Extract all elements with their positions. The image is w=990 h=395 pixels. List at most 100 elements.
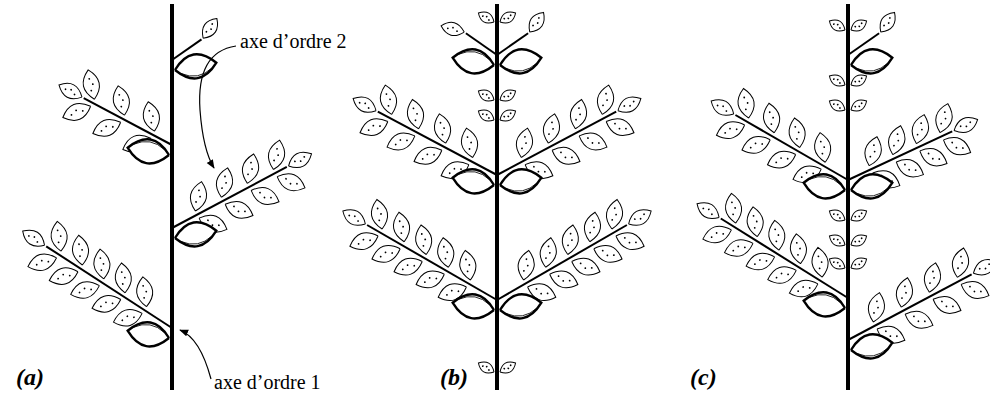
- leaf-dot: [533, 166, 535, 168]
- leaf-dot: [354, 215, 356, 217]
- leaf-dot: [551, 121, 553, 123]
- leaf-dot: [917, 320, 919, 322]
- leaf-dot: [602, 249, 604, 251]
- leaf-dot: [914, 169, 916, 171]
- leaf-dot: [276, 148, 278, 150]
- leaf-dot: [58, 241, 60, 243]
- leaf-outline: [875, 9, 899, 36]
- leaf-dot: [893, 145, 895, 147]
- leaf-outline: [802, 289, 848, 320]
- leaf-dot: [780, 272, 782, 274]
- leaf-dot: [387, 105, 389, 107]
- leaf-dot: [444, 258, 446, 260]
- leaf-dot: [896, 133, 898, 135]
- leaf-dot: [921, 128, 923, 130]
- leaflet: [339, 205, 369, 230]
- leaf-dot: [198, 189, 200, 191]
- leaf-outline: [49, 220, 69, 252]
- leaf-dot: [99, 257, 101, 259]
- subtending-leaf: [173, 51, 219, 82]
- leaf-outline: [266, 139, 288, 172]
- leaf-dot: [904, 285, 906, 287]
- leaflet: [285, 148, 315, 173]
- leaf-outline: [591, 241, 625, 266]
- leaflet: [476, 87, 497, 105]
- leaflet: [970, 255, 990, 280]
- leaf-dot: [711, 236, 713, 238]
- leaf-outline: [524, 9, 548, 36]
- leaflet: [266, 139, 288, 172]
- leaf-dot: [945, 305, 947, 307]
- leaf-outline: [369, 241, 403, 266]
- leaflet: [347, 228, 381, 253]
- leaf-dot: [358, 102, 360, 104]
- leaf-dot: [775, 277, 777, 279]
- leaf-outline: [849, 171, 895, 202]
- leaf-dot: [395, 143, 397, 145]
- leaf-dot: [753, 215, 755, 217]
- lateral-axis: [497, 112, 616, 175]
- leaf-dot: [702, 207, 704, 209]
- leaf-dot: [569, 279, 571, 281]
- leaf-dot: [908, 169, 910, 171]
- leaf-outline: [603, 114, 637, 140]
- leaflet: [849, 255, 870, 273]
- leaf-dot: [294, 160, 296, 162]
- leaf-dot: [725, 110, 727, 112]
- leaf-dot: [944, 111, 946, 113]
- leaflet: [885, 124, 908, 157]
- leaf-outline: [405, 98, 427, 131]
- leaf-dot: [578, 107, 580, 109]
- leaf-outline: [569, 254, 603, 279]
- leaf-dot: [787, 158, 789, 160]
- leaflet: [384, 128, 418, 154]
- leaf-dot: [955, 146, 957, 148]
- leaf-outline: [849, 97, 870, 115]
- leaf-outline: [339, 205, 369, 230]
- leaf-outline: [114, 262, 134, 294]
- leaf-dot: [598, 142, 600, 144]
- leaf-dot: [102, 263, 104, 265]
- leaf-dot: [797, 290, 799, 292]
- subtending-leaf: [451, 166, 497, 197]
- leaf-outline: [498, 291, 544, 322]
- leaf-dot: [60, 235, 62, 237]
- leaf-outline: [214, 166, 236, 199]
- leaf-dot: [485, 93, 487, 95]
- leaf-dot: [988, 263, 990, 265]
- leaf-dot: [860, 260, 862, 262]
- leaflet: [357, 114, 391, 140]
- leaflet: [765, 147, 799, 172]
- leaflet: [812, 131, 833, 163]
- leaf-vein: [458, 294, 490, 305]
- leaf-outline: [126, 136, 172, 167]
- leaf-dot: [470, 141, 472, 143]
- leaf-dot: [734, 207, 736, 209]
- leaf-dot: [75, 109, 77, 111]
- leaf-dot: [525, 258, 527, 260]
- leaflet: [92, 248, 112, 280]
- leaflet: [378, 83, 400, 116]
- leaf-dot: [860, 212, 862, 214]
- leaflet: [950, 246, 972, 279]
- leaf-outline: [708, 95, 738, 120]
- leaf-dot: [571, 239, 573, 241]
- leaf-dot: [399, 139, 401, 141]
- leaf-dot: [399, 220, 401, 222]
- leaflet: [413, 224, 434, 256]
- leaf-dot: [860, 77, 862, 79]
- leaf-dot: [507, 17, 509, 19]
- leaf-dot: [858, 80, 860, 82]
- leaf-dot: [527, 264, 529, 266]
- leaf-dot: [729, 127, 731, 129]
- leaf-dot: [877, 307, 879, 309]
- leaf-outline: [613, 228, 647, 253]
- leaf-dot: [839, 242, 841, 244]
- leaf-vein: [181, 68, 213, 79]
- leaf-dot: [858, 240, 860, 242]
- leaf-dot: [593, 226, 595, 228]
- leaf-dot: [467, 270, 469, 272]
- leaf-dot: [482, 93, 484, 95]
- leaf-dot: [743, 96, 745, 98]
- leaf-dot: [708, 208, 710, 210]
